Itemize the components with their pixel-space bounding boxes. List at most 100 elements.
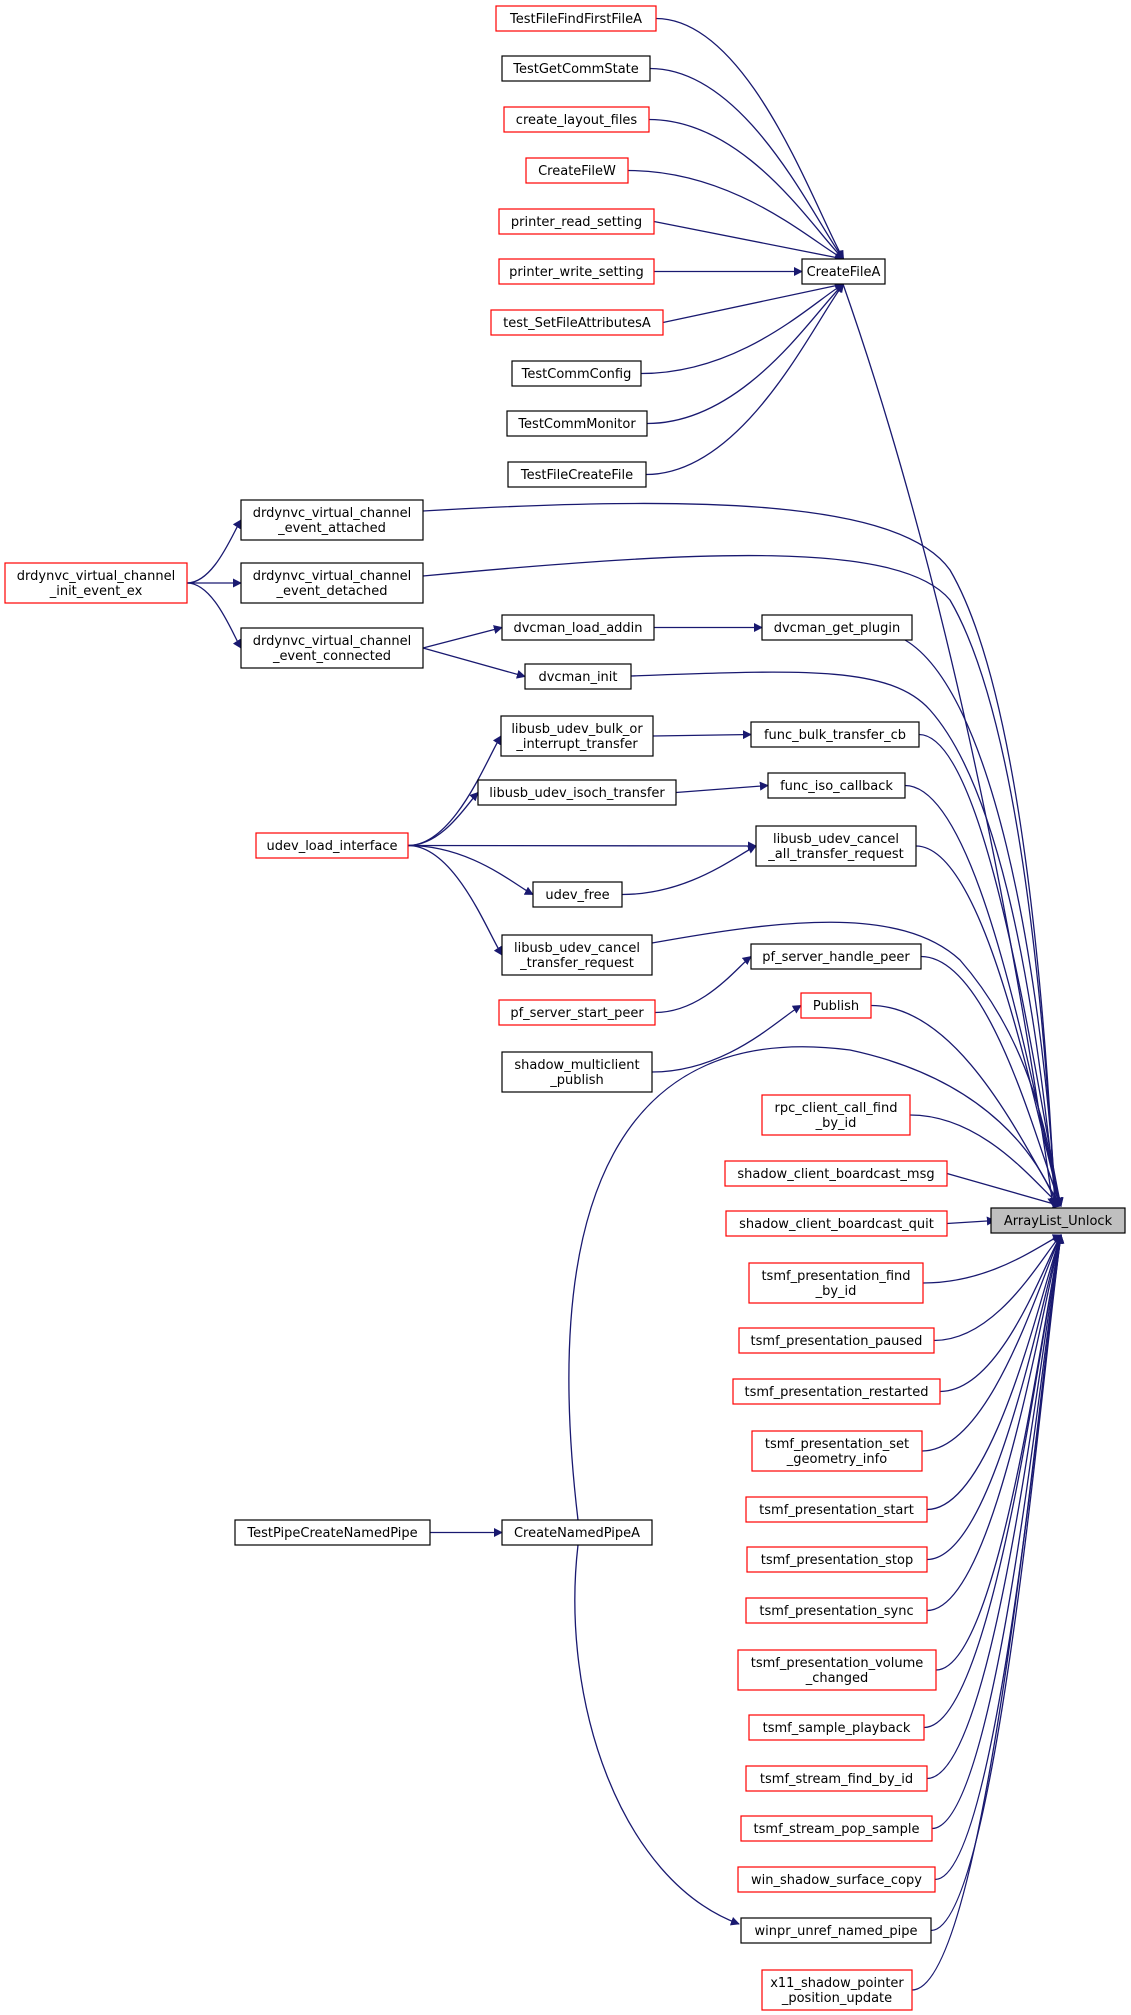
node-label: _geometry_info <box>786 1452 887 1467</box>
node-label: test_SetFileAttributesA <box>503 316 651 331</box>
node-label: tsmf_presentation_sync <box>759 1604 913 1619</box>
node-shadow-client-boardcast-quit[interactable]: shadow_client_boardcast_quit <box>725 1210 948 1237</box>
node-drdynvc-detached[interactable]: drdynvc_virtual_channel_event_detached <box>240 562 424 604</box>
edge-createnamedpipea-to-arraylist_unlock <box>568 1046 1059 1521</box>
edge-pf_server_start_peer-to-pf_server_handle_peer <box>654 955 752 1014</box>
function-nodes: ArrayList_Unlock CreateFileA TestFileFindF… <box>4 5 1126 2011</box>
node-test-setfileattributesa[interactable]: test_SetFileAttributesA <box>490 309 664 336</box>
edge-drdynvc_attached-to-arraylist_unlock <box>422 502 1060 1207</box>
edge-test_setfileattributesa-to-createfilea <box>662 281 845 324</box>
node-box <box>240 499 424 541</box>
node-label: tsmf_presentation_volume <box>751 1656 924 1671</box>
node-createnamedpipea[interactable]: CreateNamedPipeA <box>501 1519 653 1546</box>
node-box <box>524 663 632 690</box>
node-testfilecreatefile[interactable]: TestFileCreateFile <box>507 461 647 488</box>
node-label: tsmf_presentation_find <box>761 1269 910 1284</box>
edge-testcommmonitor-to-createfilea <box>646 283 845 425</box>
node-box <box>748 1262 924 1304</box>
node-label: dvcman_get_plugin <box>774 621 901 636</box>
node-tsmf-presentation-volume[interactable]: tsmf_presentation_volume_changed <box>737 1649 937 1691</box>
edge-udev_load_interface-to-libusb_cancel_all <box>407 841 757 851</box>
node-win-shadow-surface-copy[interactable]: win_shadow_surface_copy <box>737 1866 936 1893</box>
node-publish[interactable]: Publish <box>800 992 872 1019</box>
node-box <box>498 258 655 285</box>
node-label: Publish <box>813 999 859 1014</box>
node-box <box>745 1765 928 1792</box>
node-testgetcommstate[interactable]: TestGetCommState <box>501 55 651 82</box>
node-tsmf-presentation-paused[interactable]: tsmf_presentation_paused <box>738 1327 935 1354</box>
node-tsmf-presentation-stop[interactable]: tsmf_presentation_stop <box>746 1546 928 1573</box>
node-tsmf-sample-playback[interactable]: tsmf_sample_playback <box>748 1714 925 1741</box>
edge-tsmf_sample_playback-to-arraylist_unlock <box>923 1234 1064 1729</box>
node-label: _event_connected <box>272 649 391 664</box>
node-tsmf-presentation-start[interactable]: tsmf_presentation_start <box>745 1496 928 1523</box>
node-func-bulk-transfer-cb[interactable]: func_bulk_transfer_cb <box>750 721 920 748</box>
node-tsmf-presentation-restarted[interactable]: tsmf_presentation_restarted <box>732 1378 941 1405</box>
edge-shadow_multiclient_publish-to-publish <box>651 1004 802 1073</box>
node-label: drdynvc_virtual_channel <box>253 634 411 649</box>
edge-tsmf_presentation_sync-to-arraylist_unlock <box>926 1234 1064 1612</box>
node-dvcman-load-addin[interactable]: dvcman_load_addin <box>501 614 655 641</box>
node-drdynvc-attached[interactable]: drdynvc_virtual_channel_event_attached <box>240 499 424 541</box>
node-tsmf-presentation-find[interactable]: tsmf_presentation_find_by_id <box>748 1262 924 1304</box>
node-shadow-client-boardcast-msg[interactable]: shadow_client_boardcast_msg <box>724 1160 948 1187</box>
node-testpipecreatenamedpipe[interactable]: TestPipeCreateNamedPipe <box>234 1519 431 1546</box>
node-arraylist-unlock[interactable]: ArrayList_Unlock <box>990 1207 1126 1234</box>
node-libusb-cancel-transfer[interactable]: libusb_udev_cancel_transfer_request <box>501 934 653 976</box>
node-dvcman-init[interactable]: dvcman_init <box>524 663 632 690</box>
node-box <box>498 999 656 1026</box>
node-shadow-multiclient-publish[interactable]: shadow_multiclient_publish <box>501 1051 653 1093</box>
node-tsmf-stream-find-by-id[interactable]: tsmf_stream_find_by_id <box>745 1765 928 1792</box>
node-printer-write-setting[interactable]: printer_write_setting <box>498 258 655 285</box>
node-label: tsmf_presentation_restarted <box>745 1385 929 1400</box>
edge-drdynvc_connected-to-dvcman_init <box>422 647 526 679</box>
edge-udev_free-to-libusb_cancel_all <box>621 845 757 896</box>
node-createfilea[interactable]: CreateFileA <box>801 258 886 285</box>
node-create-layout-files[interactable]: create_layout_files <box>503 106 650 133</box>
node-box <box>255 832 409 859</box>
node-box <box>767 772 906 799</box>
edge-udev_load_interface-to-libusb_bulk <box>407 735 502 847</box>
edge-shadow_client_boardcast_quit-to-arraylist_unlock <box>946 1216 996 1226</box>
node-tsmf-stream-pop-sample[interactable]: tsmf_stream_pop_sample <box>740 1815 933 1842</box>
node-box <box>748 1714 925 1741</box>
node-libusb-isoch[interactable]: libusb_udev_isoch_transfer <box>477 779 677 806</box>
node-libusb-cancel-all[interactable]: libusb_udev_cancel_all_transfer_request <box>755 825 917 867</box>
node-testcommmonitor[interactable]: TestCommMonitor <box>506 410 648 437</box>
node-label: CreateNamedPipeA <box>514 1526 640 1541</box>
node-label: _transfer_request <box>519 956 634 971</box>
node-pf-server-handle-peer[interactable]: pf_server_handle_peer <box>750 943 922 970</box>
node-tsmf-presentation-set[interactable]: tsmf_presentation_set_geometry_info <box>751 1430 923 1472</box>
node-drdynvc-connected[interactable]: drdynvc_virtual_channel_event_connected <box>240 627 424 669</box>
node-box <box>745 1496 928 1523</box>
edge-tsmf_presentation_volume-to-arraylist_unlock <box>935 1234 1064 1671</box>
node-drdynvc-init-ex[interactable]: drdynvc_virtual_channel_init_event_ex <box>4 562 188 604</box>
node-box <box>745 1597 928 1624</box>
node-label: drdynvc_virtual_channel <box>17 569 175 584</box>
node-winpr-unref-named-pipe[interactable]: winpr_unref_named_pipe <box>740 1917 932 1944</box>
node-testfilefindfirstfilea[interactable]: TestFileFindFirstFileA <box>495 5 657 32</box>
node-udev-load-interface[interactable]: udev_load_interface <box>255 832 409 859</box>
node-box <box>746 1546 928 1573</box>
node-rpc-client-call-find[interactable]: rpc_client_call_find_by_id <box>761 1094 911 1136</box>
node-box <box>750 721 920 748</box>
node-box <box>507 461 647 488</box>
node-label: _all_transfer_request <box>767 847 903 862</box>
edge-udev_load_interface-to-udev_free <box>407 844 534 896</box>
node-label: libusb_udev_isoch_transfer <box>489 786 665 801</box>
node-libusb-bulk[interactable]: libusb_udev_bulk_or_interrupt_transfer <box>500 715 654 757</box>
node-testcommconfig[interactable]: TestCommConfig <box>511 360 642 387</box>
node-label: CreateFileW <box>538 164 616 179</box>
node-createfilew[interactable]: CreateFileW <box>525 157 629 184</box>
node-func-iso-callback[interactable]: func_iso_callback <box>767 772 906 799</box>
node-x11-shadow-pointer[interactable]: x11_shadow_pointer_position_update <box>761 1969 913 2011</box>
node-tsmf-presentation-sync[interactable]: tsmf_presentation_sync <box>745 1597 928 1624</box>
node-udev-free[interactable]: udev_free <box>532 881 623 908</box>
node-pf-server-start-peer[interactable]: pf_server_start_peer <box>498 999 656 1026</box>
node-label: pf_server_handle_peer <box>762 950 910 965</box>
node-printer-read-setting[interactable]: printer_read_setting <box>498 208 655 235</box>
edge-tsmf_presentation_restarted-to-arraylist_unlock <box>939 1234 1062 1393</box>
node-box <box>501 1519 653 1546</box>
node-dvcman-get-plugin[interactable]: dvcman_get_plugin <box>761 614 913 641</box>
edge-dvcman_get_plugin-to-arraylist_unlock <box>904 639 1060 1207</box>
